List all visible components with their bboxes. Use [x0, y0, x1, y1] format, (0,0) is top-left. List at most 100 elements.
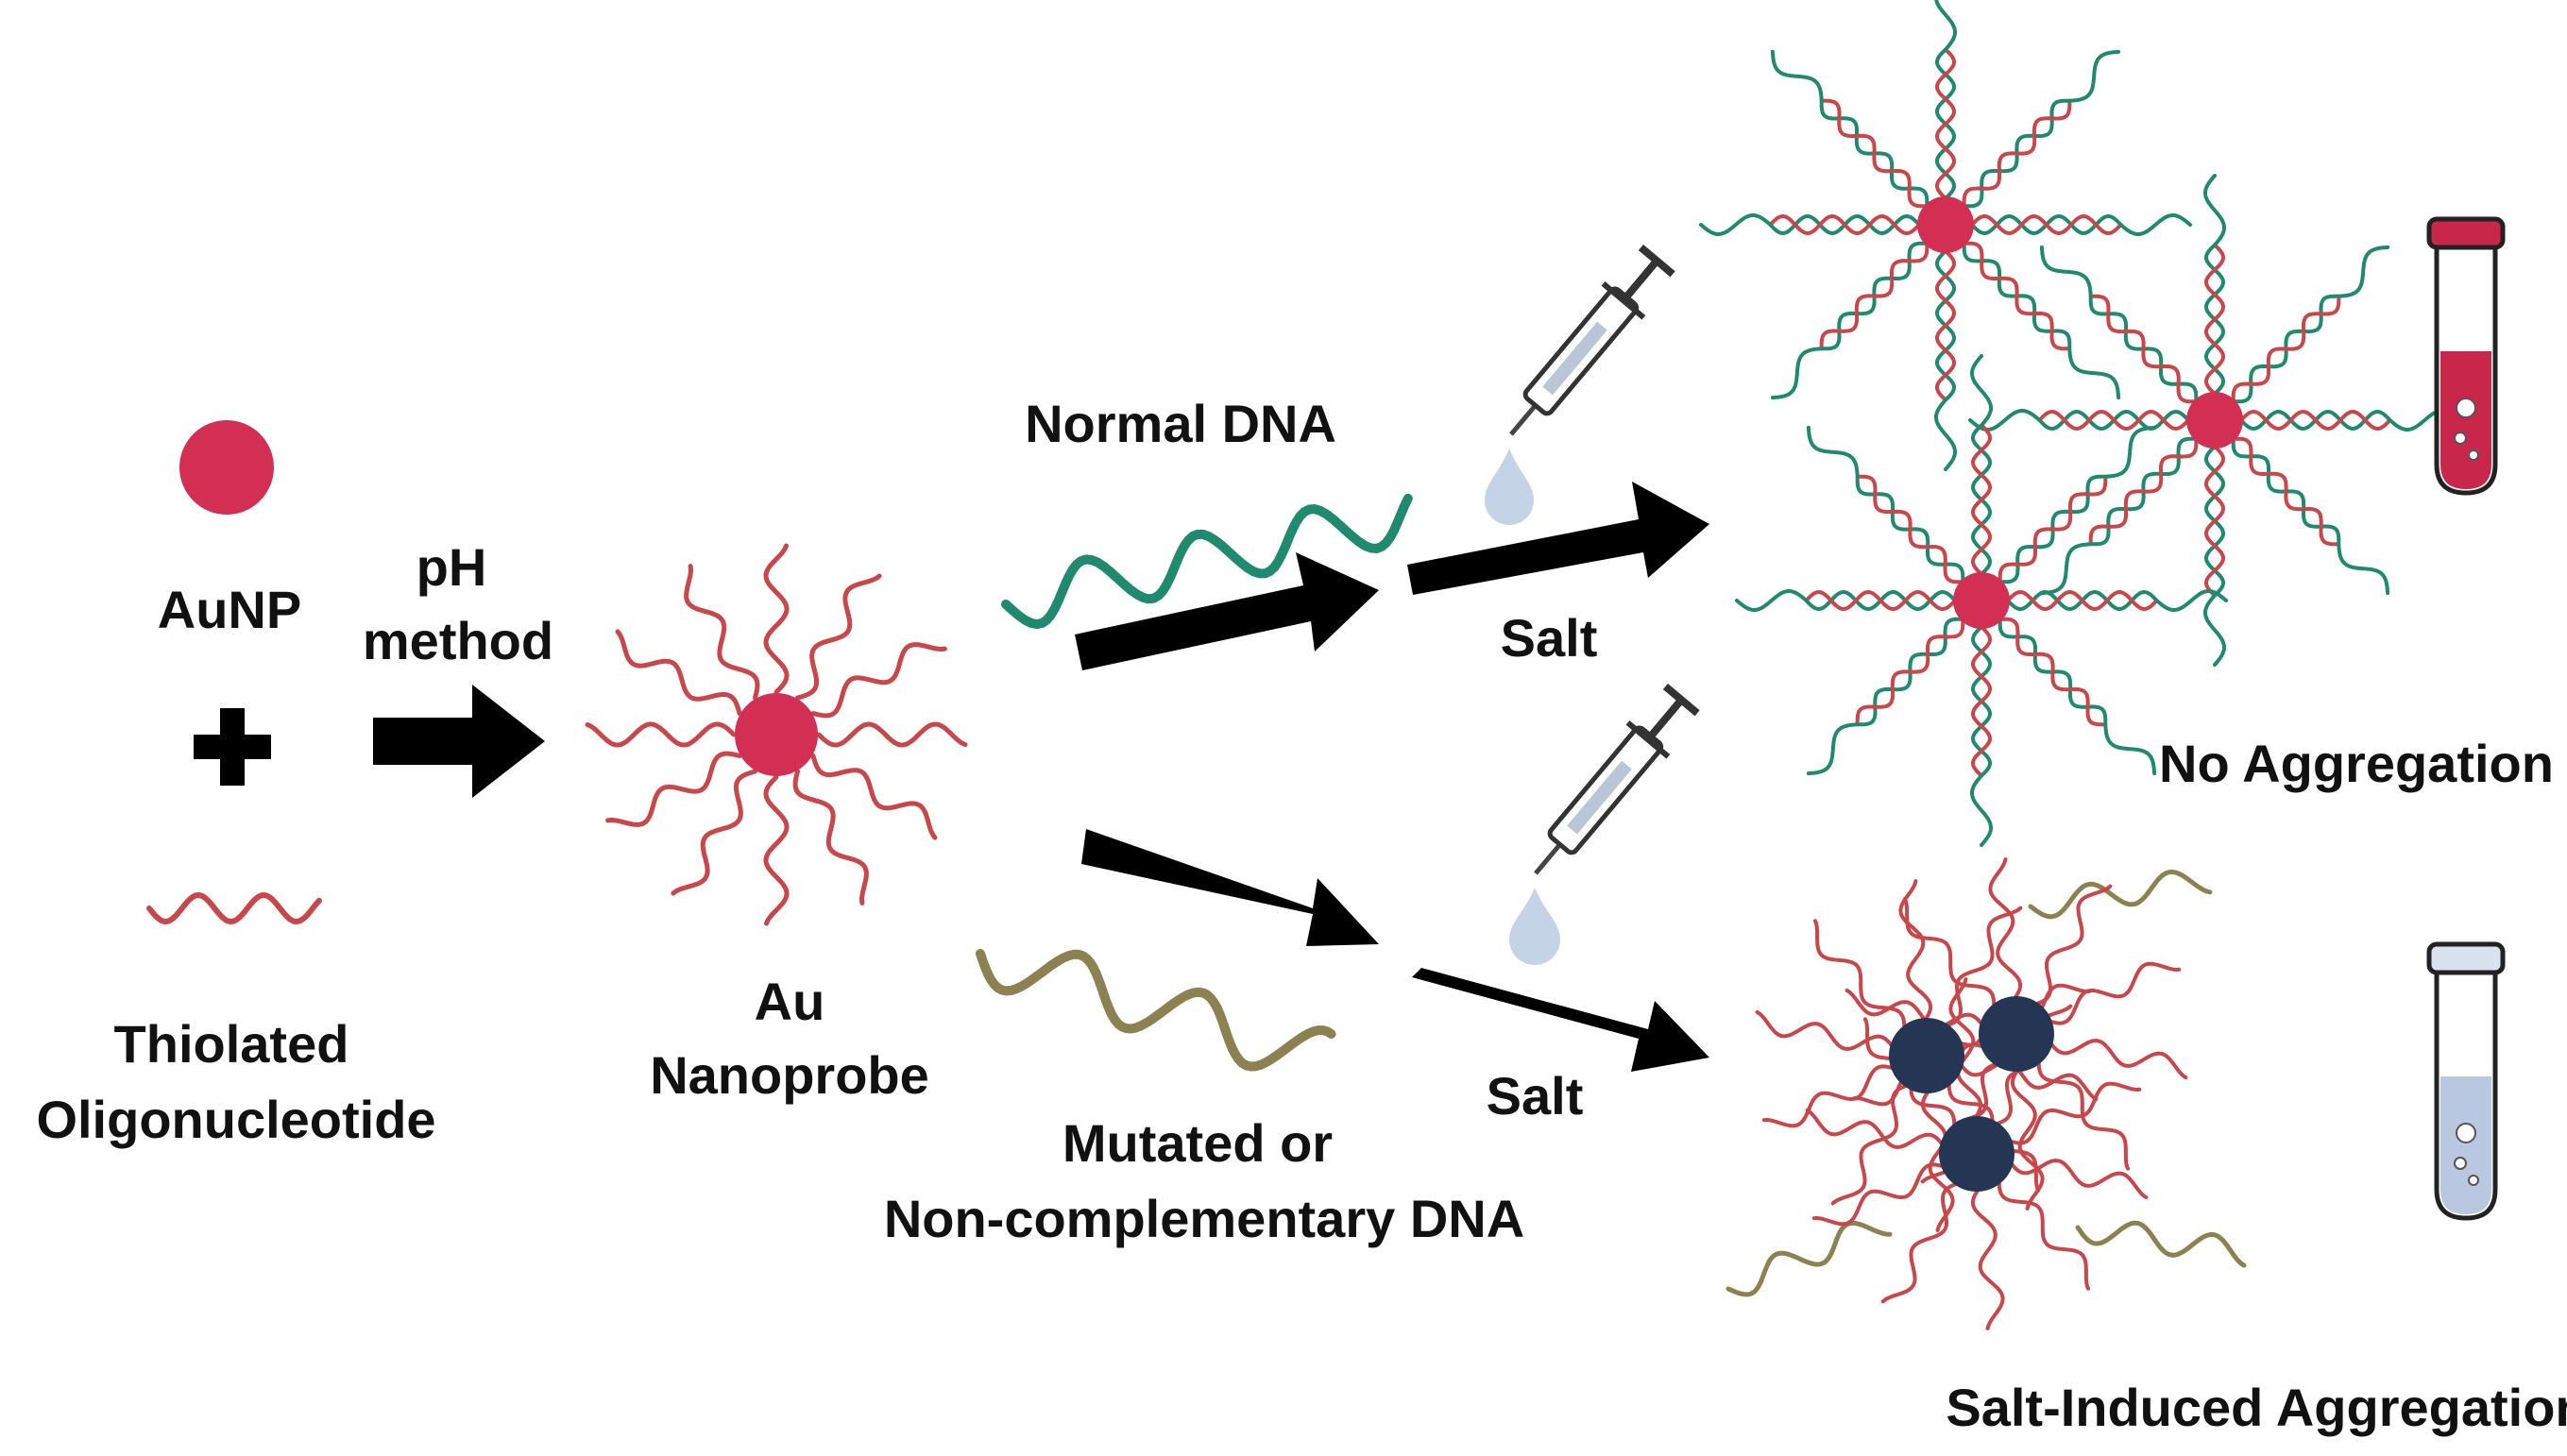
oligo-arm	[763, 543, 790, 695]
oligo-arm	[1812, 919, 1907, 1034]
ph-label-line2: method	[363, 611, 553, 670]
dna-helix-arm	[1806, 617, 1965, 776]
dna-helix-arm	[1770, 241, 1930, 400]
oligo-arm	[816, 721, 968, 748]
oligo-arm	[1970, 1184, 2005, 1330]
helix-strand	[1970, 625, 1993, 778]
dna-helix-arm	[1970, 625, 1993, 847]
aggregated-core	[1889, 1018, 1964, 1093]
salt-label-top: Salt	[1501, 608, 1598, 668]
oligo-arm	[1811, 1162, 1949, 1227]
test-tube-icon	[2426, 216, 2506, 496]
au-label-line1: Au	[755, 972, 825, 1031]
helix-tail	[1806, 722, 1860, 776]
dna-helix-arm	[2239, 409, 2461, 432]
oligo-arm	[1844, 988, 1986, 1029]
dna-helix-arm	[1934, 0, 1957, 200]
gold-core	[735, 693, 818, 776]
free-mutated-strand	[2028, 870, 2213, 920]
dna-helix-arm	[1998, 425, 2157, 584]
aunp-particle	[179, 420, 274, 515]
arrow-icon	[1081, 829, 1379, 946]
helix-tail	[2203, 593, 2226, 667]
dna-helix-arm	[1970, 354, 1993, 576]
aunp-label: AuNP	[158, 580, 301, 639]
mutated-label-line1: Mutated or	[1062, 1113, 1333, 1173]
helix-tail	[1968, 409, 2042, 432]
salt-label-bottom: Salt	[1487, 1066, 1584, 1126]
helix-tail	[1970, 773, 1993, 847]
oligo-arm	[1988, 857, 2023, 1004]
dna-helix-arm	[2203, 174, 2226, 396]
dna-helix-arm	[1962, 49, 2121, 209]
aggregated-nanoparticles	[1726, 857, 2247, 1330]
dna-helix-arm	[2231, 245, 2390, 404]
drop-icon	[1509, 888, 1560, 965]
syringe-icon	[1509, 244, 1675, 436]
helix-tail	[2067, 347, 2121, 400]
normal-dna-wave	[1001, 493, 1413, 630]
gold-core	[1917, 196, 1974, 253]
oligo-arm	[1755, 1009, 1896, 1051]
salt-induced-label: Salt-Induced Aggregation	[1946, 1378, 2567, 1437]
dna-hybridized-nanoparticles	[1699, 0, 2461, 847]
free-mutated-strand	[1726, 1220, 1893, 1297]
helix-strand	[1998, 617, 2108, 727]
oligo-arm	[792, 769, 869, 906]
oligo-arm	[684, 564, 760, 701]
oligo-arm	[1805, 1108, 1946, 1149]
helix-strand	[1934, 249, 1957, 402]
oligo-arm	[2047, 1039, 2188, 1080]
oligo-arm	[1957, 1060, 2099, 1102]
dna-helix-arm	[2039, 245, 2199, 404]
helix-tail	[2103, 722, 2157, 776]
mutated-label-line2: Non-complementary DNA	[884, 1189, 1524, 1248]
mutated-dna-strand	[976, 949, 1336, 1072]
oligo-arm	[585, 721, 737, 748]
dna-helix-arm	[2231, 436, 2390, 596]
oligo-arm	[605, 751, 742, 827]
helix-strand	[1855, 474, 1965, 584]
au-label-line2: Nanoprobe	[650, 1045, 929, 1105]
arrow-icon	[1407, 482, 1709, 595]
mutated-dna-wave	[976, 949, 1336, 1072]
hybridized-nanoparticle	[1968, 174, 2461, 667]
helix-tail	[1934, 0, 1957, 52]
helix-tail	[2118, 213, 2192, 236]
oligo-arm	[763, 774, 790, 926]
thiolated-label-line2: Oligonucleotide	[36, 1090, 435, 1149]
helix-tail	[2103, 425, 2157, 479]
helix-tail	[2203, 174, 2226, 247]
free-mutated-strand	[2075, 1220, 2247, 1268]
thiolated-label-line1: Thiolated	[114, 1014, 349, 1074]
dna-helix-arm	[1962, 241, 2121, 400]
oligo-arm	[1997, 1176, 2091, 1291]
aggregated-core	[1939, 1116, 2014, 1192]
helix-strand	[2239, 409, 2392, 432]
helix-tail	[1735, 589, 1809, 612]
oligo-arm	[1920, 1086, 1955, 1232]
oligo-arm	[671, 769, 757, 896]
helix-tail	[1970, 354, 1993, 428]
helix-strand	[1819, 241, 1930, 351]
dna-helix-arm	[1998, 617, 2157, 776]
gold-core	[2186, 392, 2243, 449]
oligo-arm	[2007, 1159, 2149, 1200]
oligo-arm	[810, 753, 938, 840]
normal-dna-strand	[1001, 493, 1413, 630]
oligo-arm	[1880, 1180, 1963, 1304]
dna-helix-arm	[1770, 49, 1930, 209]
oligo-arm	[1902, 897, 1997, 1012]
oligo-arm	[1898, 879, 1933, 1025]
helix-tail	[1770, 347, 1824, 400]
helix-strand	[2203, 445, 2226, 598]
helix-strand	[2006, 589, 2159, 612]
oligo-arm	[810, 642, 947, 719]
helix-strand	[1819, 98, 1930, 209]
dna-helix-arm	[1735, 589, 1957, 612]
au-nanoprobe	[585, 543, 968, 926]
helix-strand	[1962, 98, 2072, 209]
arrow-icon	[1412, 968, 1709, 1072]
helix-strand	[1998, 474, 2108, 584]
